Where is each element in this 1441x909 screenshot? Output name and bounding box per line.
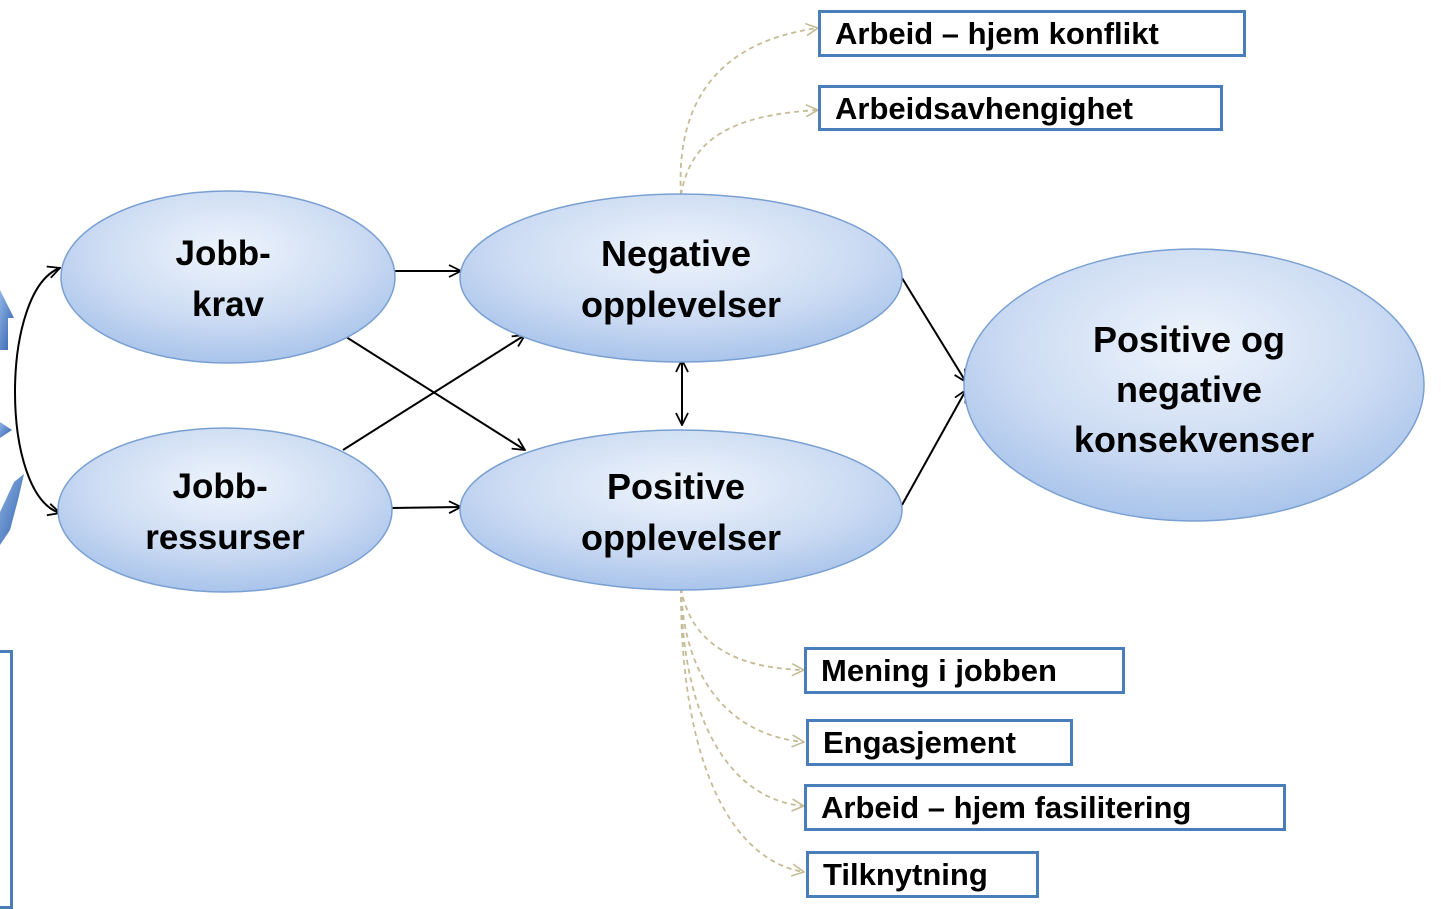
arrow-negative-to-konsekvenser [901, 277, 966, 382]
node-positive-opplevelser-label: Positive opplevelser [581, 466, 781, 558]
arrow-positive-to-konsekvenser [901, 390, 966, 506]
arrow-ressurser-to-negative [342, 335, 525, 451]
node-positive-opplevelser-line-1: Positive [607, 466, 745, 507]
side-arrow-top-icon [0, 290, 14, 350]
outcome-box-engasjement: Engasjement [806, 719, 1073, 766]
outcome-box-arbeidsavhengighet: Arbeidsavhengighet [818, 85, 1223, 131]
node-jobbkrav-line-1: Jobb- [176, 234, 271, 273]
negative-outcome-connectors [679, 28, 818, 196]
node-konsekvenser-label: Positive og negative konsekvenser [1074, 319, 1314, 460]
node-konsekvenser-line-1: Positive og [1093, 319, 1285, 360]
path-arrows [342, 271, 966, 508]
node-negative-opplevelser-line-1: Negative [601, 233, 751, 274]
node-konsekvenser: Positive og negative konsekvenser [963, 248, 1425, 522]
node-negative-opplevelser-line-2: opplevelser [581, 284, 781, 325]
outcome-box-mening-i-jobben: Mening i jobben [804, 647, 1125, 694]
node-jobbressurser-label: Jobb- ressurser [145, 467, 305, 557]
positive-outcome-connectors [680, 587, 804, 872]
correlation-arrow [14, 268, 60, 513]
node-konsekvenser-line-3: konsekvenser [1074, 419, 1314, 460]
outcome-box-arbeid-hjem-fasilitering: Arbeid – hjem fasilitering [804, 784, 1286, 831]
node-positive-opplevelser-line-2: opplevelser [581, 517, 781, 558]
node-negative-opplevelser: Negative opplevelser [459, 193, 903, 363]
arrow-ressurser-to-positive [390, 507, 461, 508]
side-arrow-bottom-icon [0, 474, 24, 545]
node-jobbressurser-line-1: Jobb- [173, 467, 268, 506]
node-jobbkrav: Jobb- krav [60, 190, 396, 364]
node-jobbkrav-label: Jobb- krav [176, 234, 281, 324]
node-positive-opplevelser: Positive opplevelser [459, 429, 903, 591]
node-konsekvenser-line-2: negative [1116, 369, 1262, 410]
outcome-box-tilknytning: Tilknytning [806, 851, 1039, 898]
cropped-side-panel [0, 650, 13, 909]
node-jobbressurser-line-2: ressurser [145, 518, 305, 557]
outcome-box-arbeid-hjem-konflikt: Arbeid – hjem konflikt [818, 10, 1246, 57]
node-jobbressurser: Jobb- ressurser [57, 427, 393, 593]
node-jobbkrav-line-2: krav [192, 285, 265, 324]
side-arrow-mid-icon [0, 422, 12, 438]
node-negative-opplevelser-label: Negative opplevelser [581, 233, 781, 325]
